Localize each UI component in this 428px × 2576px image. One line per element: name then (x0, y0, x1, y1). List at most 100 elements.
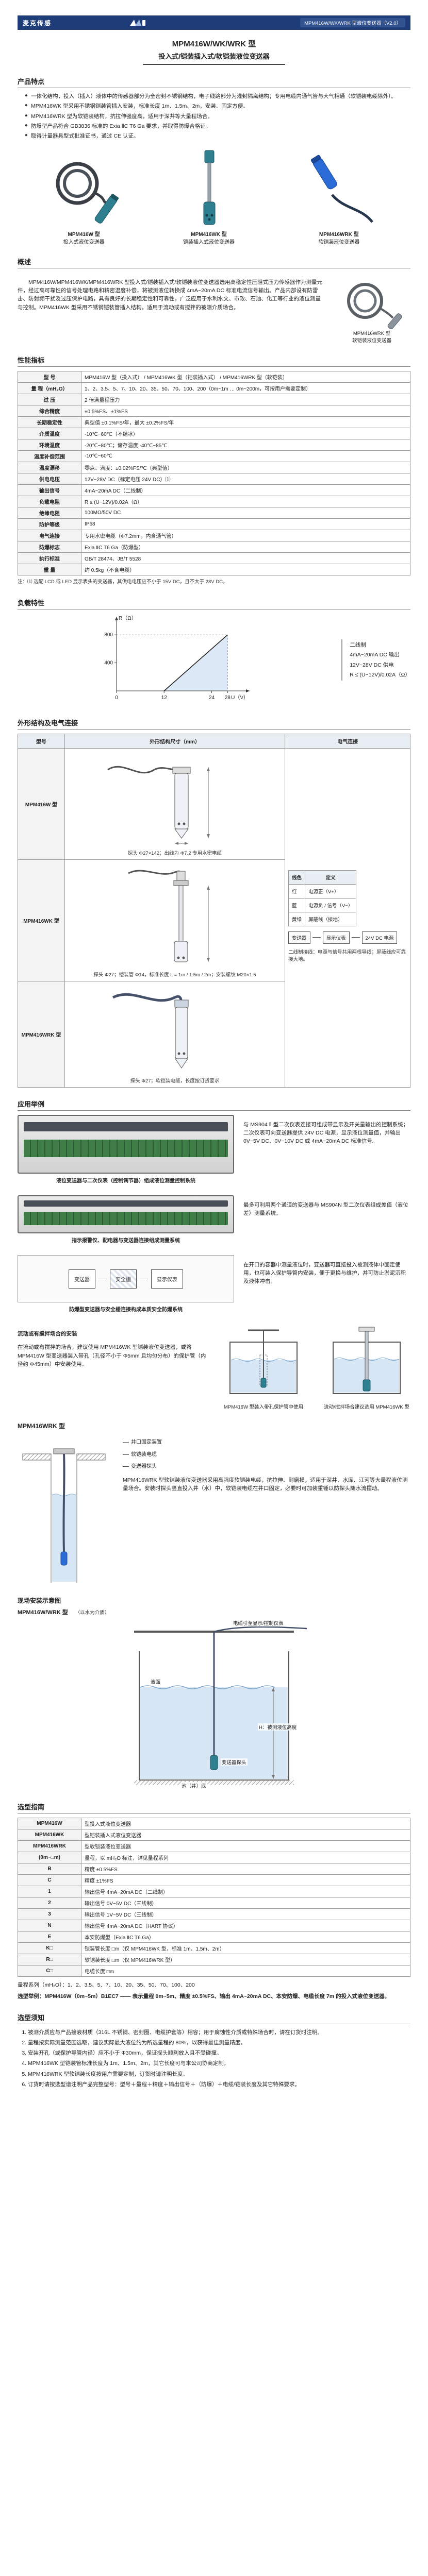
wrk-heading: MPM416WRK 型 (18, 1422, 65, 1430)
safety-barrier-diagram: 变送器 安全栅 显示仪表 (18, 1255, 234, 1303)
table-header: 线色 (288, 870, 306, 885)
table-cell: GB/T 28474、JB/T 5528 (81, 552, 410, 565)
list-item: 被测介质应与产品接液材质（316L 不锈钢、密封圈、电缆护套等）相容；用于腐蚀性… (28, 2028, 410, 2037)
table-cell: MPM416W (18, 1818, 81, 1830)
table-cell: 重 量 (18, 564, 81, 576)
svg-text:R（Ω）: R（Ω） (119, 615, 137, 621)
table-cell: 型投入式液位变送器 (81, 1818, 410, 1830)
table-cell: 型铠装插入式液位变送器 (81, 1829, 410, 1841)
wrk-label-cable: 软铠装电缆 (123, 1451, 410, 1459)
mpm416w-outline-diagram (107, 766, 210, 845)
label-liquid-level: 液面 (150, 1678, 162, 1686)
overview-row: MPM416W/MPM416WK/MPM416WRK 型投入式/铠装插入式/软铠… (18, 273, 410, 344)
table-row: 介质温度-10℃~60℃（不结冰） (18, 428, 410, 440)
list-item: 4mA~20mA DC 输出 (350, 652, 400, 658)
tank-figure-right: 流动/搅拌场合建议选用 MPM416WK 型 (323, 1324, 410, 1410)
table-cell: C (18, 1874, 81, 1887)
table-row: 蓝电源负 / 信号（V−） (288, 897, 357, 912)
label-measuring-height: H：被测液位高度 (258, 1723, 298, 1731)
terminal-strip-image (18, 1195, 234, 1234)
brand-text: 麦克传感 (23, 19, 52, 27)
wrk-label-fixture: 井口固定装置 (123, 1438, 410, 1447)
title-block: MPM416W/WK/WRK 型 投入式/铠装插入式/软铠装液位变送器 (18, 38, 410, 65)
table-row: 黄绿屏蔽线（接地） (288, 911, 357, 926)
section-heading-overview: 概述 (18, 257, 410, 269)
installation-medium: （以水为介质） (75, 1610, 110, 1616)
table-cell: ±0.5%FS、±1%FS (81, 405, 410, 417)
product-sublabel: 铠装插入式液位变送器 (183, 240, 235, 246)
list-item: 订货时请按选型谱注明产品完整型号：型号＋量程＋精度＋输出信号＋（防爆）＋电缆/铠… (28, 2080, 410, 2089)
table-cell: 绝缘电阻 (18, 507, 81, 519)
wrk-block: 井口固定装置 软铠装电缆 变送器探头 MPM416WRK 型软铠装液位变送器采用… (18, 1433, 410, 1588)
table-cell: 约 0.5kg（不含电缆） (81, 564, 410, 576)
application-row-4: 流动或有搅拌场合的安装 在流动或有搅拌的场合，建议使用 MPM416WK 型铠装… (18, 1324, 410, 1410)
list-item: 防爆型产品符合 GB3836 标准的 Exia ⅡC T6 Ga 要求，并取得防… (25, 122, 410, 130)
installation-heading: 现场安装示意图 (18, 1597, 61, 1605)
label-probe: 变送器探头 (221, 1758, 248, 1766)
application-figure: 指示报警仪、配电器与变送器连接组成测量系统 (18, 1195, 234, 1244)
list-item: 二线制 (350, 642, 366, 649)
table-row: (0m~□m)量程，以 mH₂O 标注，详见量程系列 (18, 1852, 410, 1864)
barrier-safety-barrier-box: 安全栅 (110, 1269, 137, 1289)
table-cell: 环境温度 (18, 439, 81, 451)
table-cell: 防爆标志 (18, 541, 81, 553)
section-heading-features: 产品特点 (18, 76, 410, 88)
structure-model: MPM416W 型 (18, 748, 65, 860)
label-cable-out: 电缆引至显示/控制仪表 (232, 1619, 285, 1627)
structure-row-416wrk: MPM416WRK 型 探头 Φ27；软铠装电缆，长度按订货要求 (18, 981, 410, 1088)
overview-text: MPM416W/MPM416WK/MPM416WRK 型投入式/铠装插入式/软铠… (18, 279, 322, 311)
table-cell: 精度 ±1%FS (81, 1874, 410, 1887)
application-caption: 液位变送器与二次仪表（控制调节器）组成液位测量控制系统 (56, 1178, 195, 1184)
table-cell: 量 程（mH₂O） (18, 382, 81, 395)
table-cell: 执行标准 (18, 552, 81, 565)
table-cell: -10℃~60℃（不结冰） (81, 428, 410, 440)
structure-header-model: 型号 (18, 734, 65, 749)
table-cell: 铠装管长度 □m（仅 MPM416WK 型，标准 1m、1.5m、2m） (81, 1942, 410, 1955)
page-title-model: MPM416W/WK/WRK 型 (172, 40, 256, 48)
application-row-1: 液位变送器与二次仪表（控制调节器）组成液位测量控制系统 与 MS904 Ⅱ 型二… (18, 1115, 410, 1184)
product-photo-416wk: MPM416WK 型 铠装插入式液位变送器 (178, 147, 240, 245)
table-row: 电气连接专用水密电缆（Φ7.2mm，内含通气管） (18, 530, 410, 542)
table-cell: 电气连接 (18, 530, 81, 542)
table-row: 重 量约 0.5kg（不含电缆） (18, 564, 410, 576)
tank-figure-left: MPM416W 型装入带孔保护管中使用 (220, 1324, 307, 1410)
wiring-power-box: 24V DC 电源 (361, 931, 398, 944)
structure-diagram-cell: 探头 Φ27；铠装管 Φ14，标准长度 L = 1m / 1.5m / 2m；安… (64, 859, 285, 982)
table-cell: 输出信号 (18, 484, 81, 497)
table-cell: C□ (18, 1965, 81, 1977)
table-cell: (0m~□m) (18, 1852, 81, 1864)
svg-text:800: 800 (104, 632, 113, 638)
table-cell: E (18, 1931, 81, 1943)
list-item: 12V~28V DC 供电 (350, 662, 394, 668)
list-item: 一体化结构，投入（插入）液体中的传感器部分为全密封不锈钢结构，电子线路部分为灌封… (25, 92, 410, 100)
table-cell: 1、2、3.5、5、7、10、20、35、50、70、100、200（0m~1m… (81, 382, 410, 395)
svg-text:12: 12 (161, 695, 168, 701)
wire-line (351, 937, 360, 938)
transmitter-coil-image (56, 162, 119, 224)
wiring-transmitter-box: 变送器 (288, 931, 310, 944)
table-cell: -10℃~60℃ (81, 450, 410, 463)
structure-header-elec: 电气连接 (285, 734, 410, 749)
wiring-note: 二线制接线：电源与信号共用两根导线；屏蔽线应可靠接大地。 (288, 949, 406, 963)
svg-text:400: 400 (104, 660, 113, 666)
mpm416wk-outline-diagram (128, 870, 210, 962)
table-cell: 3 (18, 1908, 81, 1921)
table-cell: 12V~28V DC（标定电压 24V DC）⑴ (81, 473, 410, 485)
structure-dims: 探头 Φ27×142；出线为 Φ7.2 专用水密电缆 (127, 851, 222, 857)
table-cell: 软铠装长度 □m（仅 MPM416WRK 型） (81, 1954, 410, 1966)
structure-model: MPM416WK 型 (18, 859, 65, 982)
table-row: 温度漂移零点、满度：±0.02%FS/℃（典型值） (18, 462, 410, 474)
deep-well-installation-diagram (22, 1448, 106, 1583)
table-cell: 负载电阻 (18, 496, 81, 508)
table-cell: 输出信号 4mA~20mA DC（HART 协议） (81, 1920, 410, 1932)
barrier-transmitter-box: 变送器 (69, 1269, 95, 1289)
